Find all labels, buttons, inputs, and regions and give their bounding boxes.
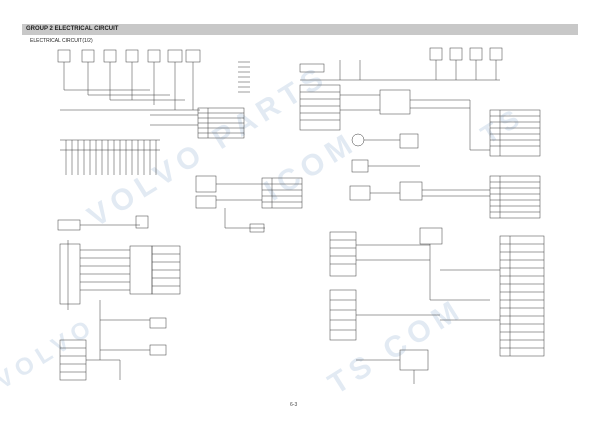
switch-group-top-left [57, 49, 201, 111]
connector-table-right-2 [489, 175, 541, 219]
header-bar [22, 24, 578, 35]
harness-block-right-lower [329, 227, 490, 384]
module-center [195, 175, 303, 233]
connector-table-right-3 [440, 235, 545, 357]
page-title: GROUP 2 ELECTRICAL CIRCUIT [26, 26, 119, 32]
pin-bank-vertical [60, 139, 160, 175]
connector-table-right-1 [489, 109, 541, 157]
page-number: 6-3 [290, 402, 298, 408]
harness-block-right-upper [299, 84, 490, 151]
switch-group-top-right [299, 47, 503, 81]
harness-block-lower-left [57, 215, 181, 381]
connector-table-left [150, 107, 245, 139]
legend-list-left [238, 61, 250, 93]
diagram-subtitle: ELECTRICAL CIRCUIT(1/2) [30, 38, 93, 44]
sensor-cluster-right [349, 133, 490, 201]
